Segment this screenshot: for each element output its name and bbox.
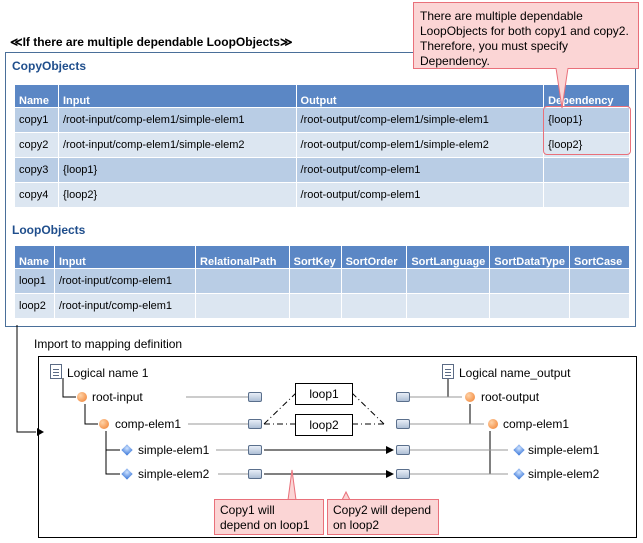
port-simple-elem1-right[interactable] — [396, 445, 410, 455]
cell-sortcase — [569, 293, 630, 319]
cell-relationalpath — [195, 293, 290, 319]
copy2-callout: Copy2 will depend on loop2 — [327, 499, 439, 535]
cell-relationalpath — [195, 268, 290, 294]
element-icon — [99, 419, 109, 429]
dependency-callout: There are multiple dependable LoopObject… — [413, 2, 639, 69]
col-header-name: Name — [14, 245, 55, 269]
cell-sortdatatype — [489, 268, 570, 294]
left-node-simple-elem1[interactable]: simple-elem1 — [138, 443, 210, 457]
cell-input: {loop2} — [57, 182, 297, 208]
table-row: copy4 {loop2} /root-output/comp-elem1 — [14, 182, 630, 208]
col-header-sortkey: SortKey — [288, 245, 342, 269]
cell-sortcase — [569, 268, 630, 294]
cell-output: /root-output/comp-elem1/simple-elem2 — [295, 132, 545, 158]
import-label: Import to mapping definition — [34, 337, 183, 351]
left-node-comp-elem1[interactable]: comp-elem1 — [115, 417, 182, 431]
port-root-output[interactable] — [396, 392, 410, 402]
cell-dependency: {loop1} — [543, 107, 630, 133]
left-root-label: Logical name 1 — [67, 366, 149, 380]
right-node-comp-elem1[interactable]: comp-elem1 — [503, 417, 570, 431]
col-header-dependency: Dependency — [543, 84, 630, 108]
right-node-simple-elem1[interactable]: simple-elem1 — [528, 443, 600, 457]
table-row: copy3 {loop1} /root-output/comp-elem1 — [14, 157, 630, 183]
cell-sortdatatype — [489, 293, 570, 319]
port-simple-elem2-right[interactable] — [396, 469, 410, 479]
port-root-input[interactable] — [248, 392, 262, 402]
dependency-highlight — [543, 106, 631, 155]
right-node-simple-elem2[interactable]: simple-elem2 — [528, 467, 600, 481]
cell-sortlanguage — [406, 268, 491, 294]
loop1-box[interactable]: loop1 — [295, 383, 353, 405]
cell-dependency — [543, 157, 630, 183]
cell-dependency: {loop2} — [543, 132, 630, 158]
right-node-root-output[interactable]: root-output — [481, 390, 540, 404]
cell-sortorder — [340, 293, 408, 319]
left-node-simple-elem2[interactable]: simple-elem2 — [138, 467, 210, 481]
col-header-sortdatatype: SortDataType — [489, 245, 570, 269]
mapping-diagram — [38, 356, 637, 538]
callout-pointer — [555, 68, 569, 109]
loopobjects-table: Name Input RelationalPath SortKey SortOr… — [14, 245, 630, 319]
cell-output: /root-output/comp-elem1 — [295, 182, 545, 208]
port-simple-elem2-left[interactable] — [248, 469, 262, 479]
cell-input: /root-input/comp-elem1/simple-elem1 — [57, 107, 297, 133]
callout-pointers-bottom — [287, 469, 350, 501]
cell-name: copy1 — [14, 107, 59, 133]
cell-name: loop2 — [14, 293, 55, 319]
cell-output: /root-output/comp-elem1/simple-elem1 — [295, 107, 545, 133]
cell-input: /root-input/comp-elem1/simple-elem2 — [57, 132, 297, 158]
element-icon — [77, 392, 87, 402]
document-icon — [50, 364, 62, 379]
element-icon — [465, 392, 475, 402]
col-header-sortlanguage: SortLanguage — [406, 245, 491, 269]
table-row: copy2 /root-input/comp-elem1/simple-elem… — [14, 132, 630, 158]
copyobjects-table: Name Input Output Dependency copy1 /root… — [14, 84, 630, 208]
cell-input: /root-input/comp-elem1 — [53, 293, 197, 319]
port-comp-elem1-left[interactable] — [248, 419, 262, 429]
left-node-root-input[interactable]: root-input — [92, 390, 143, 404]
mapping-lines — [62, 378, 508, 478]
right-root-label: Logical name_output — [459, 366, 571, 380]
col-header-relationalpath: RelationalPath — [195, 245, 290, 269]
col-header-name: Name — [14, 84, 59, 108]
port-comp-elem1-right[interactable] — [396, 419, 410, 429]
cell-input: {loop1} — [57, 157, 297, 183]
cell-name: copy2 — [14, 132, 59, 158]
cell-sortkey — [288, 293, 342, 319]
col-header-input: Input — [53, 245, 197, 269]
col-header-input: Input — [57, 84, 297, 108]
cell-name: copy3 — [14, 157, 59, 183]
col-header-sortcase: SortCase — [569, 245, 630, 269]
cell-name: copy4 — [14, 182, 59, 208]
cell-sortkey — [288, 268, 342, 294]
table-row: loop2 /root-input/comp-elem1 — [14, 293, 630, 319]
col-header-sortorder: SortOrder — [340, 245, 408, 269]
cell-sortlanguage — [406, 293, 491, 319]
page-title: ≪If there are multiple dependable LoopOb… — [10, 35, 293, 49]
cell-dependency — [543, 182, 630, 208]
loop2-box[interactable]: loop2 — [295, 414, 353, 436]
loopobjects-title: LoopObjects — [12, 223, 86, 237]
document-icon — [442, 364, 454, 379]
cell-output: /root-output/comp-elem1 — [295, 157, 545, 183]
copy1-callout: Copy1 will depend on loop1 — [214, 499, 324, 535]
col-header-output: Output — [295, 84, 545, 108]
port-simple-elem1-left[interactable] — [248, 445, 262, 455]
copyobjects-title: CopyObjects — [12, 59, 87, 73]
cell-input: /root-input/comp-elem1 — [53, 268, 197, 294]
table-row: copy1 /root-input/comp-elem1/simple-elem… — [14, 107, 630, 133]
cell-sortorder — [340, 268, 408, 294]
element-icon — [488, 419, 498, 429]
table-row: loop1 /root-input/comp-elem1 — [14, 268, 630, 294]
cell-name: loop1 — [14, 268, 55, 294]
